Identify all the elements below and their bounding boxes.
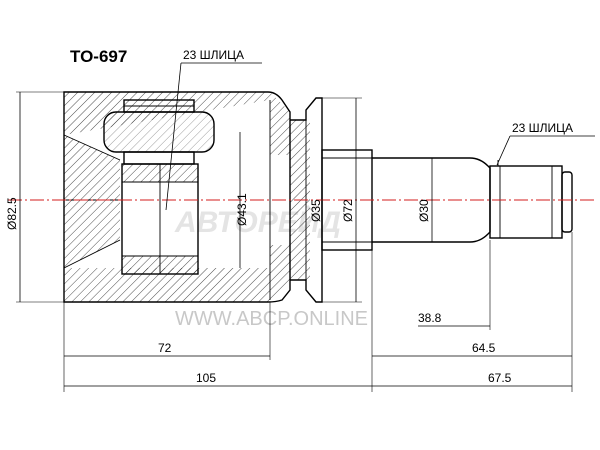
svg-text:72: 72	[158, 341, 172, 355]
tripod-roller	[103, 99, 215, 275]
svg-text:64.5: 64.5	[472, 341, 496, 355]
watermark-logo: АВТОРЕЙД	[174, 204, 341, 239]
dim-seal-diameter: Ø35	[309, 150, 323, 250]
svg-text:38.8: 38.8	[418, 311, 442, 325]
svg-text:105: 105	[196, 371, 216, 385]
svg-text:23 ШЛИЦА: 23 ШЛИЦА	[183, 48, 244, 62]
dim-shaft-diameter: Ø30	[417, 158, 433, 242]
dim-overall-right: 67.5	[372, 371, 572, 387]
stem-shaft	[372, 157, 573, 243]
svg-text:Ø72: Ø72	[341, 199, 355, 222]
dim-bore-diameter: Ø43.1	[235, 132, 249, 268]
dim-housing-length: 72	[63, 302, 271, 392]
dim-shaft-length: 38.8	[418, 240, 491, 330]
callout-spline-outer: 23 ШЛИЦА	[496, 121, 595, 166]
svg-text:Ø82.5: Ø82.5	[5, 197, 19, 230]
callout-spline-inner: 23 ШЛИЦА	[165, 48, 262, 211]
svg-text:Ø30: Ø30	[417, 199, 431, 222]
dim-housing-diameter: Ø82.5	[5, 91, 64, 303]
svg-text:23 ШЛИЦА: 23 ШЛИЦА	[512, 121, 573, 135]
watermark-site: WWW.ABCP.ONLINE	[175, 308, 368, 330]
svg-text:Ø43.1: Ø43.1	[235, 193, 249, 226]
svg-text:67.5: 67.5	[488, 371, 512, 385]
dim-stem-length: 64.5	[371, 232, 573, 392]
dim-flange-diameter: Ø72	[322, 97, 362, 303]
svg-text:Ø35: Ø35	[309, 199, 323, 222]
part-number: TO-697	[70, 47, 127, 66]
dim-overall-left: 105	[64, 371, 372, 387]
